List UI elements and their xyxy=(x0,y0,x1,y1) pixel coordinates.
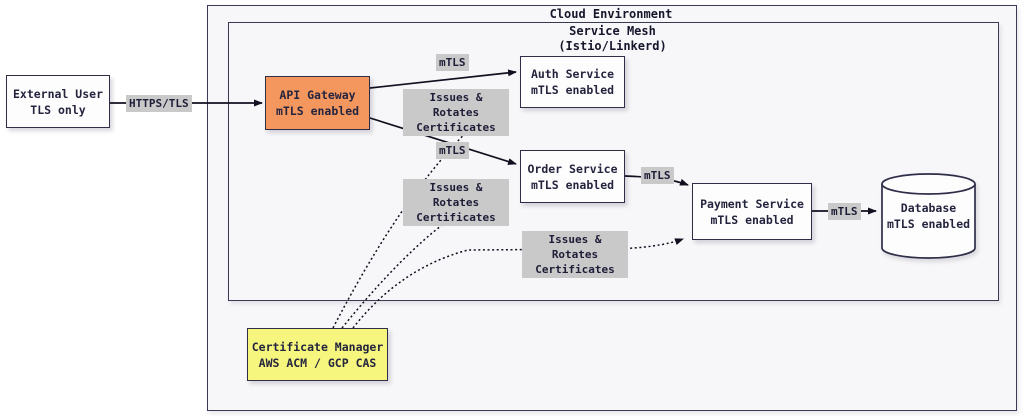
edge-label-line: Issues & Rotates xyxy=(548,233,602,261)
edge-label-mtls-order: mTLS xyxy=(436,142,469,159)
edge-label-line: Certificates xyxy=(416,211,496,224)
node-label-line1: External User xyxy=(12,86,103,101)
database-node: Database mTLS enabled xyxy=(880,172,977,260)
node-label-line2: mTLS enabled xyxy=(530,177,615,192)
service-mesh-title-line1: Service Mesh xyxy=(569,24,656,38)
edge-label-line: Certificates xyxy=(535,263,615,276)
edge-label-issues-auth: Issues & Rotates Certificates xyxy=(403,89,509,136)
node-label-line1: Auth Service xyxy=(530,67,615,81)
node-label-line2: mTLS enabled xyxy=(275,104,360,118)
edge-label-line: Issues & Rotates xyxy=(429,181,483,209)
edge-gateway-to-auth xyxy=(369,69,517,89)
node-label-line2: mTLS enabled xyxy=(886,217,971,231)
database-cylinder-icon xyxy=(881,173,976,259)
node-label-line1: Certificate Manager xyxy=(251,339,384,354)
service-mesh-title-line2: (Istio/Linkerd) xyxy=(558,39,667,53)
order-service-node: Order Service mTLS enabled xyxy=(520,150,625,203)
node-label-line1: Order Service xyxy=(527,161,618,176)
payment-service-node: Payment Service mTLS enabled xyxy=(692,183,812,240)
auth-service-node: Auth Service mTLS enabled xyxy=(520,56,625,108)
certificate-manager-node: Certificate Manager AWS ACM / GCP CAS xyxy=(247,328,388,381)
edge-certmanager-to-payment xyxy=(352,238,684,329)
edge-label-line: Issues & Rotates xyxy=(429,91,483,119)
database-label: Database mTLS enabled xyxy=(880,200,977,232)
api-gateway-node: API Gateway mTLS enabled xyxy=(265,76,370,130)
node-label-line2: mTLS enabled xyxy=(710,212,794,227)
node-label-line2: mTLS enabled xyxy=(530,83,615,97)
edge-gateway-to-order xyxy=(369,117,517,165)
edge-label-mtls-database: mTLS xyxy=(828,203,861,220)
edge-label-issues-payment: Issues & Rotates Certificates xyxy=(522,231,628,278)
node-label-line1: API Gateway xyxy=(279,88,356,102)
node-label-line2: TLS only xyxy=(30,102,86,117)
service-mesh-title: Service Mesh (Istio/Linkerd) xyxy=(228,24,997,54)
edge-label-mtls-payment: mTLS xyxy=(641,167,674,184)
external-user-node: External User TLS only xyxy=(6,75,110,128)
node-label-line2: AWS ACM / GCP CAS xyxy=(258,355,377,370)
edge-label-https-tls: HTTPS/TLS xyxy=(126,95,192,112)
node-label-line1: Payment Service xyxy=(700,196,804,211)
cloud-environment-title: Cloud Environment xyxy=(549,7,673,21)
edge-label-mtls-auth: mTLS xyxy=(436,54,469,71)
edge-label-issues-order: Issues & Rotates Certificates xyxy=(403,179,509,226)
node-label-line1: Database xyxy=(900,201,957,215)
edge-label-line: Certificates xyxy=(416,121,496,134)
